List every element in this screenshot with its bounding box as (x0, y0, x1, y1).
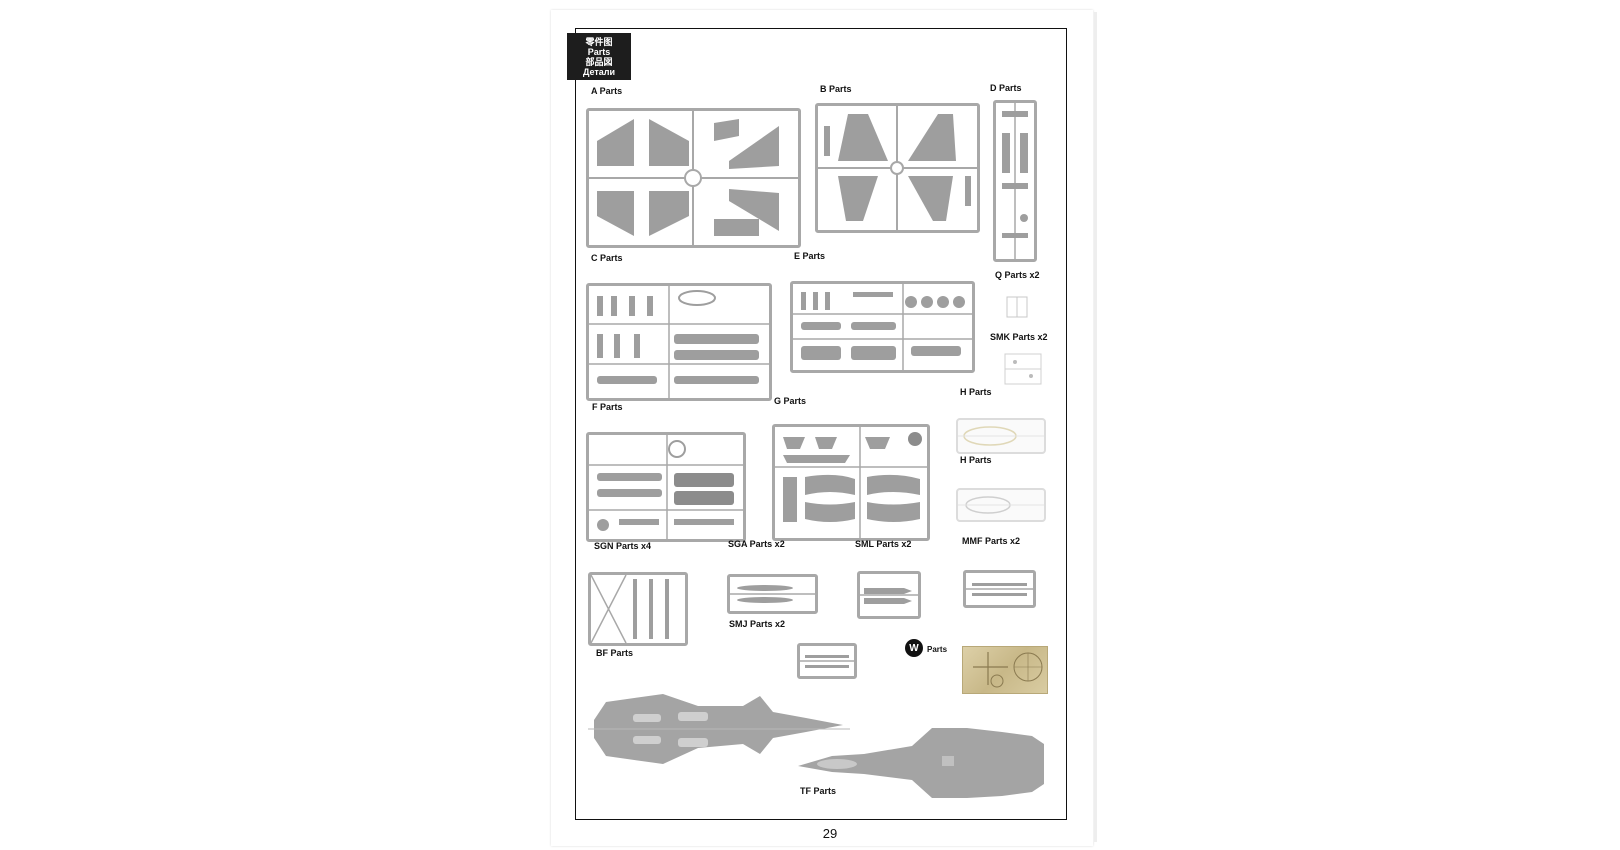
label-smk-parts: SMK Parts x2 (990, 332, 1048, 342)
label-h-parts-1: H Parts (960, 387, 992, 397)
sprue-e-parts (793, 284, 972, 370)
sprue-smj-parts (800, 655, 854, 668)
sprue-sgn-parts (591, 575, 669, 643)
title-jp: 部品図 (585, 56, 613, 67)
sprue-smj (797, 643, 857, 679)
sprue-b (815, 103, 980, 233)
label-sga-parts: SGA Parts x2 (728, 539, 785, 549)
sprue-d-parts (1002, 103, 1028, 259)
sprue-g-parts (775, 427, 927, 538)
page-frame (575, 28, 1067, 820)
sprue-h-2-parts (958, 496, 1044, 514)
sprue-c (586, 283, 772, 401)
label-b-parts: B Parts (820, 84, 852, 94)
title-ru: Детали (582, 66, 616, 77)
sprue-mmf-parts (966, 583, 1033, 596)
label-tf-parts: TF Parts (800, 786, 837, 796)
sprue-mmf (963, 570, 1036, 608)
sprue-h-1-parts (958, 426, 1044, 446)
label-q-parts: Q Parts x2 (995, 270, 1040, 280)
sprue-sml-parts (860, 588, 918, 604)
label-bf-parts: BF Parts (596, 648, 634, 658)
sprue-d (993, 100, 1037, 262)
label-h-parts-2: H Parts (960, 455, 992, 465)
sprue-sga-parts (730, 585, 815, 603)
sprue-a-parts (589, 111, 798, 245)
label-w-parts: Parts (927, 645, 948, 654)
page-number: 29 (822, 826, 838, 841)
sprue-sga (727, 574, 818, 614)
sprue-a (586, 108, 801, 248)
sprue-c-parts (589, 286, 769, 398)
sprue-f (586, 432, 746, 542)
label-sml-parts: SML Parts x2 (855, 539, 912, 549)
sprue-e (790, 281, 975, 373)
label-e-parts: E Parts (794, 251, 826, 261)
label-g-parts: G Parts (774, 396, 807, 406)
photo-etch-fret (962, 646, 1048, 694)
photo-etch-parts (973, 652, 1043, 688)
label-f-parts: F Parts (592, 402, 623, 412)
sprue-b-parts (818, 106, 977, 230)
sprue-smk (1004, 353, 1042, 385)
title-cn: 零件图 (585, 36, 613, 47)
label-d-parts: D Parts (990, 83, 1022, 93)
sprue-q (1006, 296, 1028, 318)
sprue-h-1 (956, 418, 1046, 454)
label-smj-parts: SMJ Parts x2 (729, 619, 786, 629)
upper-fuselage-tf (798, 728, 1044, 798)
title-en: Parts (587, 46, 611, 57)
label-a-parts: A Parts (591, 86, 623, 96)
sprue-f-parts (589, 435, 743, 539)
label-sgn-parts: SGN Parts x4 (594, 541, 652, 551)
lower-fuselage-bf (588, 694, 850, 764)
label-c-parts: C Parts (591, 253, 623, 263)
w-badge-icon: W (905, 639, 923, 657)
sprue-sml (857, 571, 921, 619)
sprue-h-2 (956, 488, 1046, 522)
sprue-g (772, 424, 930, 541)
sprue-sgn (588, 572, 688, 646)
label-mmf-parts: MMF Parts x2 (962, 536, 1021, 546)
parts-title-block: 零件图 Parts 部品図 Детали (567, 33, 631, 80)
